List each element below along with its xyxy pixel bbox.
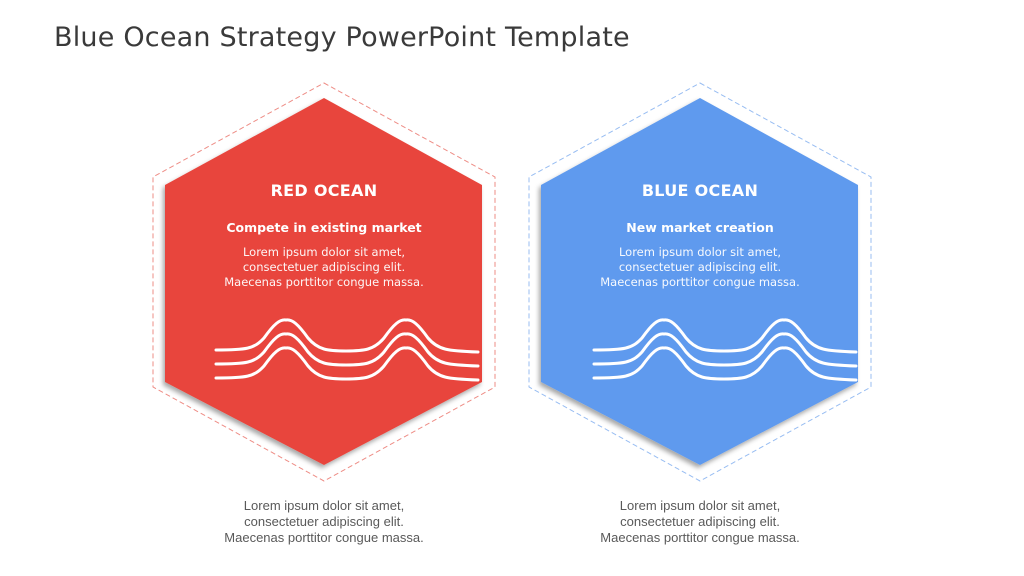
blue-ocean-heading: BLUE OCEAN: [641, 181, 759, 200]
blue-ocean-caption: Lorem ipsum dolor sit amet, consectetuer…: [600, 498, 800, 545]
blue-ocean-panel: BLUE OCEAN New market creation Lorem ips…: [550, 181, 850, 290]
red-ocean-hexagon: [152, 82, 496, 482]
blue-ocean-hexagon: [528, 82, 872, 482]
red-ocean-body: Lorem ipsum dolor sit amet, consectetuer…: [224, 245, 424, 289]
blue-ocean-subheading: New market creation: [626, 220, 774, 235]
slide-title: Blue Ocean Strategy PowerPoint Template: [54, 22, 630, 53]
red-ocean-subheading: Compete in existing market: [226, 220, 422, 235]
red-ocean-heading: RED OCEAN: [270, 181, 378, 200]
blue-ocean-body: Lorem ipsum dolor sit amet, consectetuer…: [600, 245, 800, 289]
red-ocean-panel: RED OCEAN Compete in existing market Lor…: [174, 181, 474, 290]
red-ocean-caption: Lorem ipsum dolor sit amet, consectetuer…: [224, 498, 424, 545]
